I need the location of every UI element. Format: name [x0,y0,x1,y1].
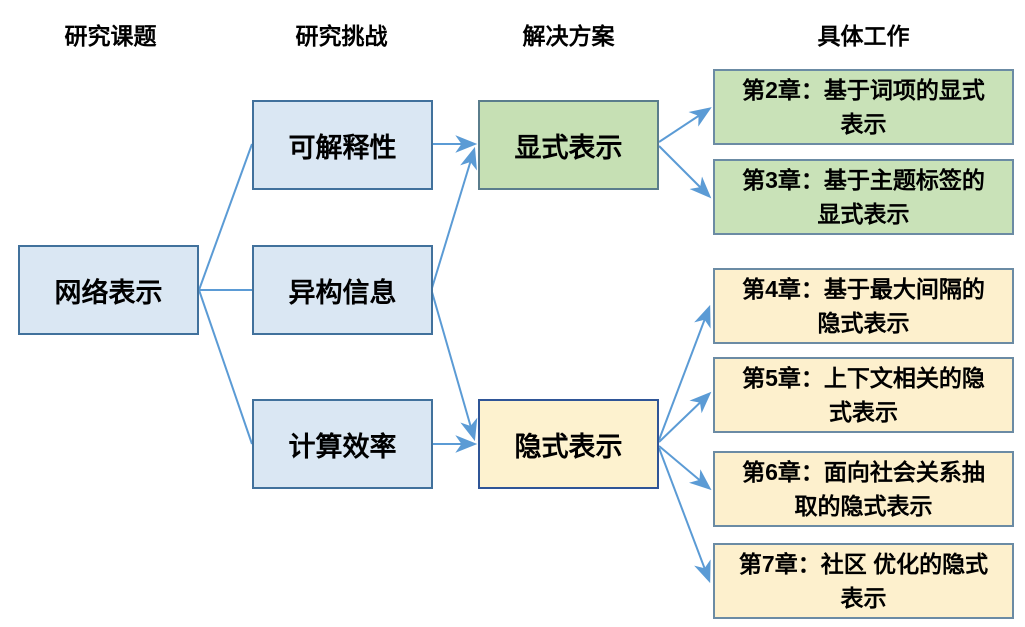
arrow-heterogeneous-to-explicit [431,146,477,289]
column-header-research-topic: 研究课题 [64,23,157,49]
node-interpretability: 可解释性 [252,100,433,190]
column-header-solution: 解决方案 [522,23,615,49]
node-network-representation: 网络表示 [18,245,199,335]
column-header-specific-work: 具体工作 [817,23,910,49]
arrow-explicit-to-ch3 [658,145,712,199]
arrow-explicit-to-ch2 [658,107,712,143]
node-chapter-4: 第4章：基于最大间隔的 隐式表示 [713,268,1014,344]
arrow-implicit-to-ch7 [658,447,711,584]
node-computational-efficiency: 计算效率 [252,399,433,489]
column-header-research-challenge: 研究挑战 [295,23,388,49]
node-chapter-5: 第5章：上下文相关的隐 式表示 [713,357,1014,433]
node-chapter-3: 第3章：基于主题标签的 显式表示 [713,159,1014,235]
connector-topic-to-efficiency [198,289,253,445]
arrow-heterogeneous-to-implicit [431,291,478,442]
arrow-implicit-to-ch4 [658,304,711,441]
node-explicit-representation: 显式表示 [478,100,659,190]
node-chapter-6: 第6章：面向社会关系抽 取的隐式表示 [713,451,1014,527]
node-chapter-7: 第7章：社区 优化的隐式 表示 [713,543,1014,619]
arrow-implicit-to-ch6 [658,445,712,491]
node-implicit-representation: 隐式表示 [478,399,659,489]
arrow-implicit-to-ch5 [658,391,712,443]
connector-topic-to-interpretability [198,143,253,291]
node-chapter-2: 第2章：基于词项的显式 表示 [713,69,1014,145]
node-heterogeneous-information: 异构信息 [252,245,433,335]
